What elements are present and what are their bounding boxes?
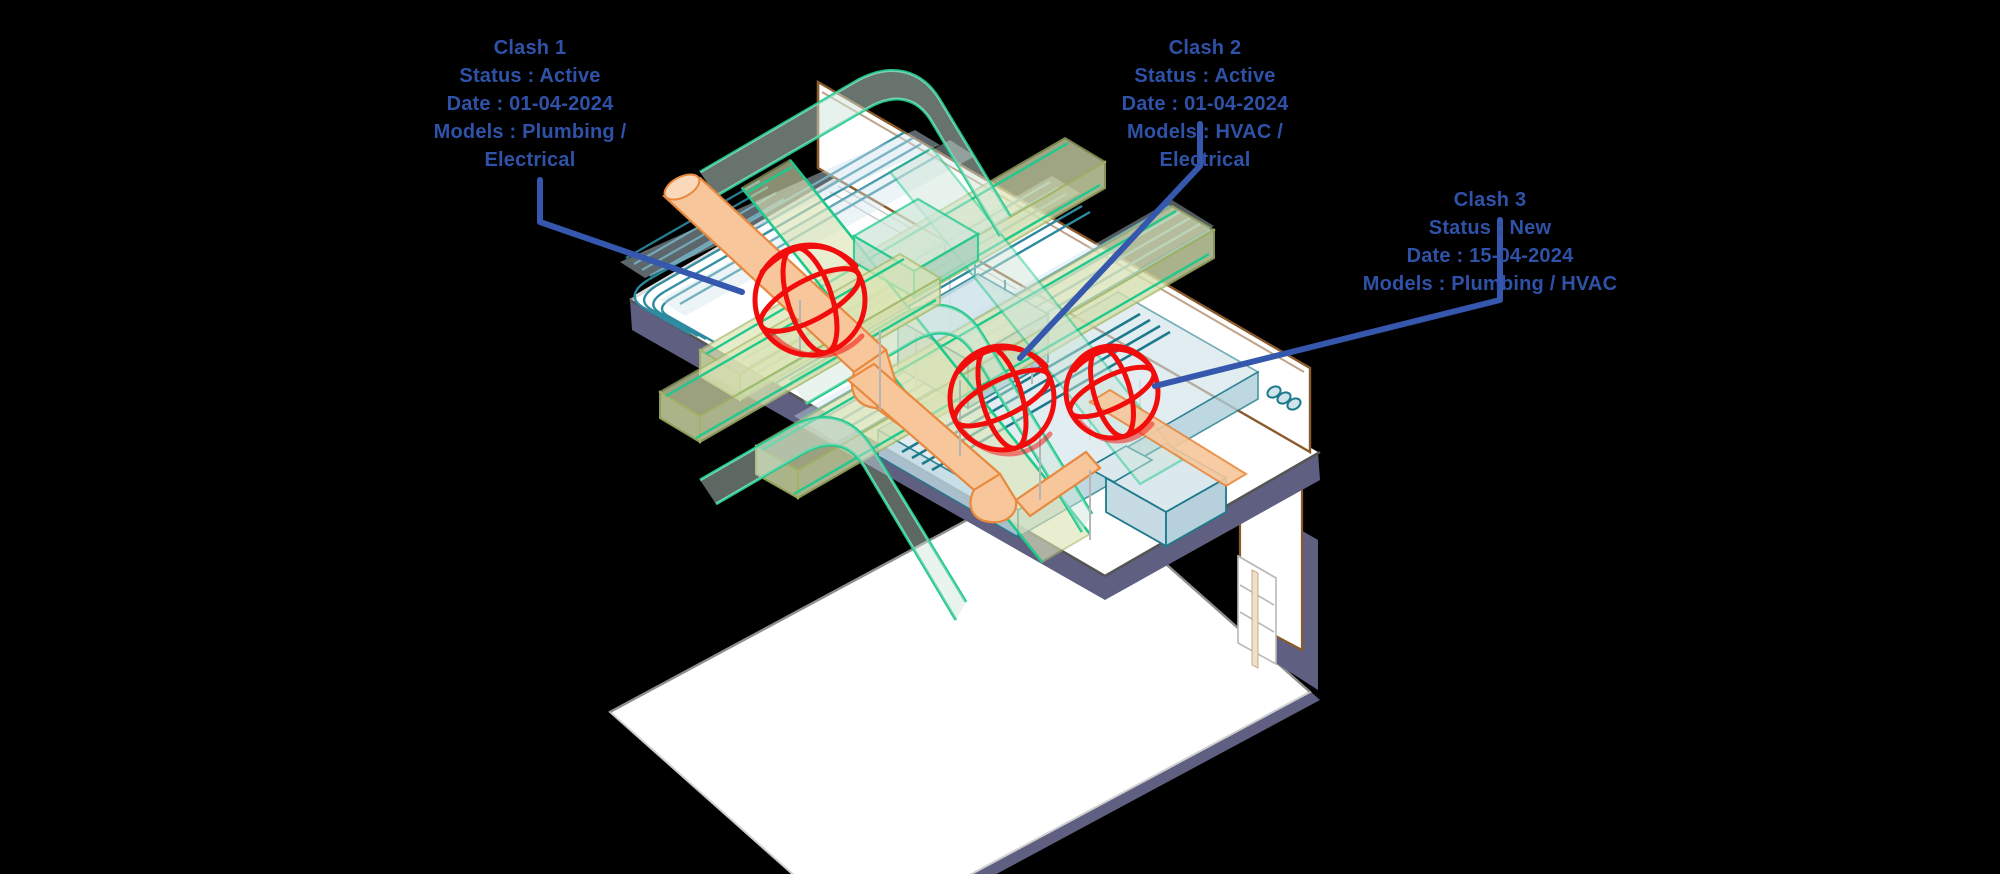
plumbing-pipe-orange-far-right xyxy=(1088,388,1248,488)
leader-line-clash-1 xyxy=(537,177,745,295)
clash-marker-1[interactable] xyxy=(752,241,868,359)
plumbing-pipe-orange-lower xyxy=(846,362,1102,524)
clash-marker-2[interactable] xyxy=(947,343,1057,457)
leader-line-clash-2 xyxy=(1017,121,1203,361)
plumbing-sweep-bend-upper xyxy=(699,68,1012,237)
leader-line-clash-3 xyxy=(1152,217,1503,389)
clash-marker-3[interactable] xyxy=(1063,343,1161,444)
plumbing-sweep-bend-lower xyxy=(699,416,968,621)
